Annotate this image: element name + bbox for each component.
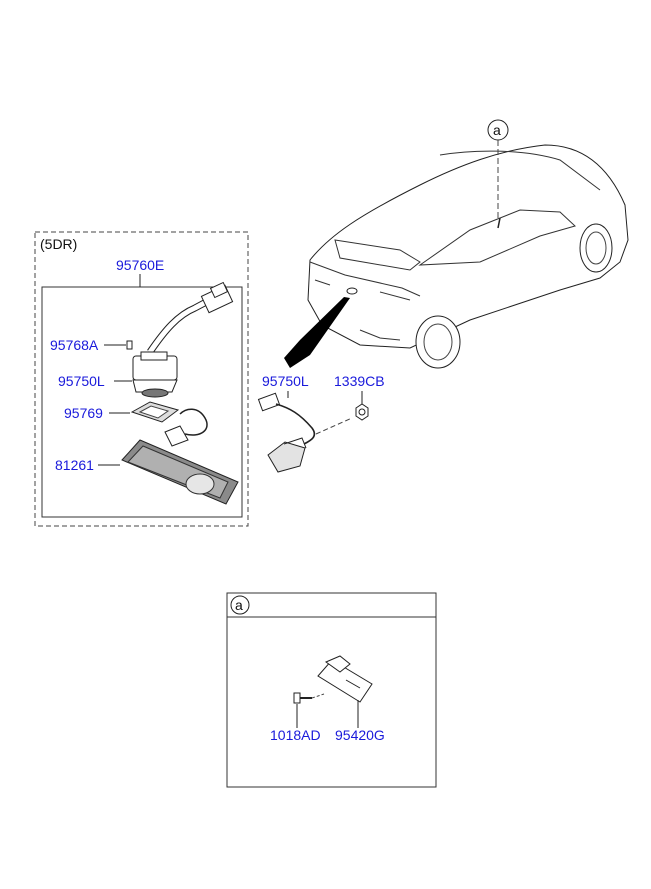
detail-marker-box: a [235, 597, 243, 613]
assembly-box [41, 286, 243, 518]
bracket-95420G [317, 655, 373, 703]
part-label-95420G[interactable]: 95420G [335, 727, 385, 743]
screw-95768A [126, 340, 133, 350]
part-label-95750L-right[interactable]: 95750L [262, 373, 309, 389]
part-label-95769[interactable]: 95769 [64, 405, 103, 421]
camera-95750L-left [132, 351, 178, 398]
part-label-81261[interactable]: 81261 [55, 457, 94, 473]
bolt-1018AD [293, 692, 325, 704]
car-outline [307, 144, 629, 369]
part-label-95768A[interactable]: 95768A [50, 337, 99, 353]
part-label-95750L-left[interactable]: 95750L [58, 373, 105, 389]
5dr-group-border [34, 231, 249, 527]
detail-marker-circle-box [230, 595, 250, 615]
nut-1339CB [355, 403, 369, 421]
gasket-95769 [130, 401, 180, 423]
part-label-1339CB[interactable]: 1339CB [334, 373, 385, 389]
variant-label: (5DR) [40, 236, 77, 252]
nut-leader-dashed [315, 417, 353, 435]
part-label-95760E[interactable]: 95760E [116, 257, 164, 273]
detail-box [226, 592, 437, 788]
pointer-arrow [284, 297, 350, 368]
camera-harness [147, 281, 234, 354]
camera-95750L-right [257, 392, 316, 473]
part-label-1018AD[interactable]: 1018AD [270, 727, 321, 743]
lamp-81261 [121, 408, 239, 505]
detail-marker-top: a [493, 122, 501, 138]
